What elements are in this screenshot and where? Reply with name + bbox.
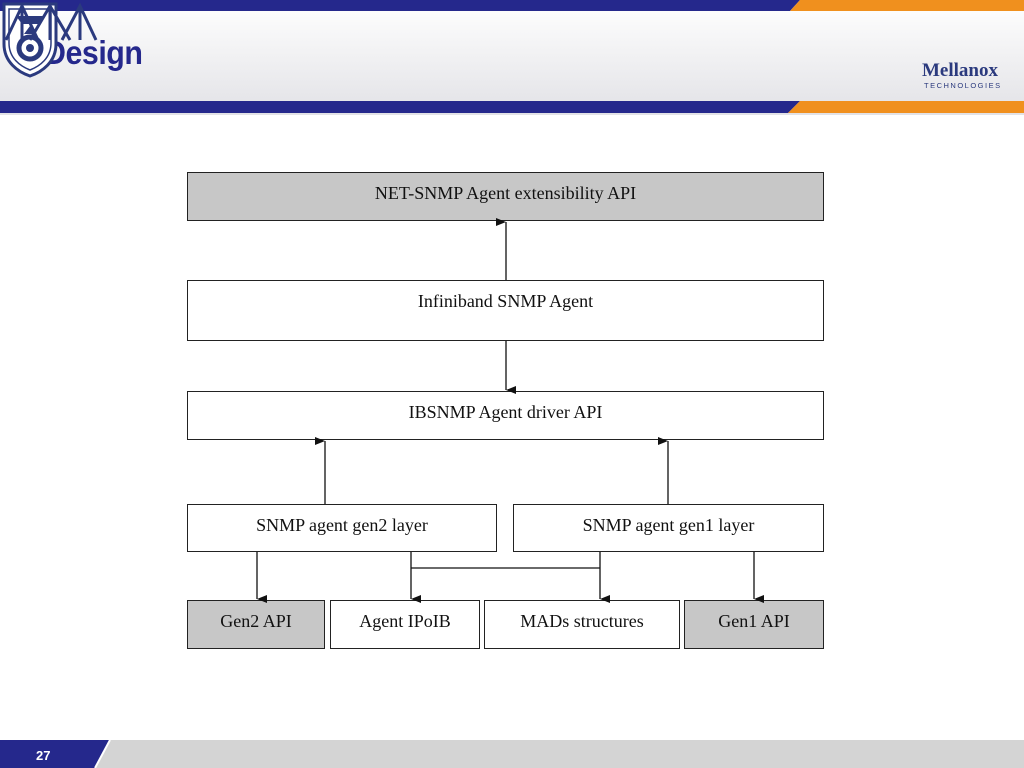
gen1-api-box: Gen1 API <box>684 600 824 649</box>
bottom-orange-stripe <box>788 101 1024 113</box>
gen1-api-label: Gen1 API <box>718 611 790 631</box>
slide-header: Design Mellanox TECHNOLOGIES <box>0 0 1024 115</box>
mellanox-logo <box>4 2 98 41</box>
mads-structures-label: MADs structures <box>520 611 644 631</box>
net-snmp-api-box: NET-SNMP Agent extensibility API <box>187 172 824 221</box>
page-number-tab <box>0 740 110 768</box>
mellanox-wordmark: Mellanox <box>922 60 998 81</box>
gen2-api-box: Gen2 API <box>187 600 325 649</box>
infiniband-agent-box: Infiniband SNMP Agent <box>187 280 824 341</box>
gen2-layer-label: SNMP agent gen2 layer <box>256 514 428 535</box>
slide-footer <box>0 740 1024 768</box>
top-navy-stripe <box>0 0 800 11</box>
driver-api-box: IBSNMP Agent driver API <box>187 391 824 440</box>
agent-ipoib-box: Agent IPoIB <box>330 600 480 649</box>
mellanox-tagline: TECHNOLOGIES <box>924 81 1002 90</box>
mads-structures-box: MADs structures <box>484 600 680 649</box>
top-orange-stripe <box>790 0 1024 11</box>
agent-ipoib-label: Agent IPoIB <box>359 611 451 631</box>
gen1-layer-label: SNMP agent gen1 layer <box>582 514 755 535</box>
gen2-api-label: Gen2 API <box>220 611 292 631</box>
gen1-layer-box: SNMP agent gen1 layer <box>513 504 824 552</box>
net-snmp-api-label: NET-SNMP Agent extensibility API <box>374 183 637 203</box>
driver-api-label: IBSNMP Agent driver API <box>408 402 603 422</box>
bottom-navy-stripe <box>0 101 800 113</box>
header-band <box>0 0 1024 115</box>
infiniband-agent-label: Infiniband SNMP Agent <box>417 291 594 311</box>
gen2-layer-box: SNMP agent gen2 layer <box>187 504 497 552</box>
page-number: 27 <box>36 748 51 763</box>
slide-title: Design <box>44 34 143 71</box>
